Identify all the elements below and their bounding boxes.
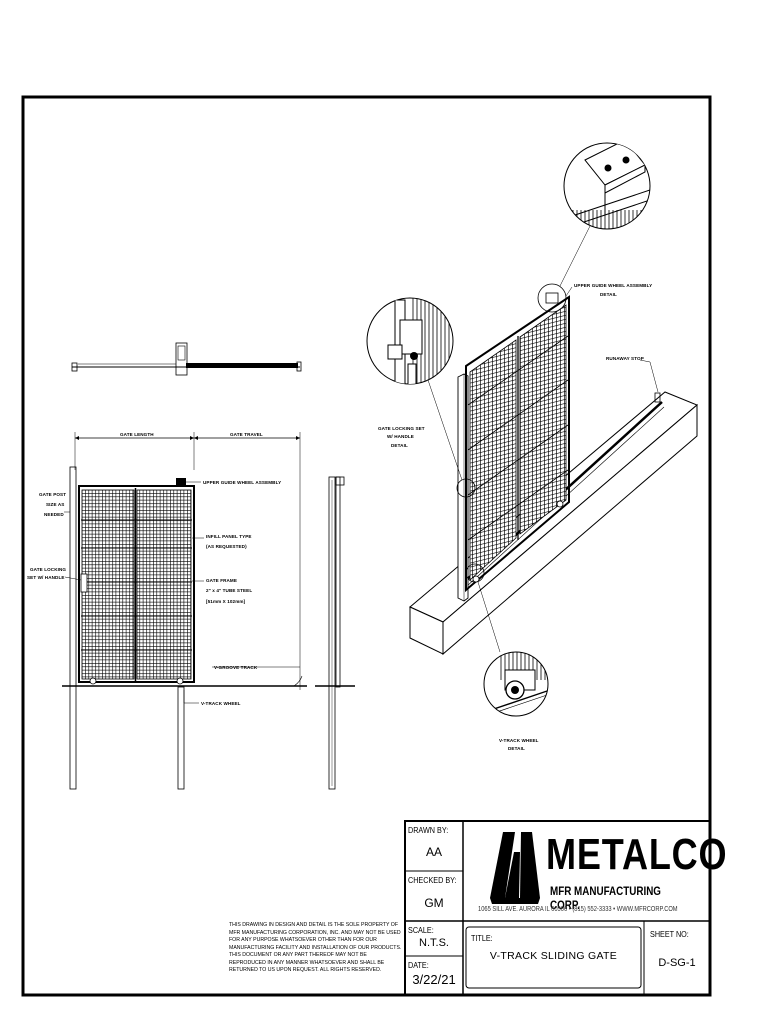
- checked-by-label: CHECKED BY:: [408, 875, 457, 885]
- v-track-wheel-label: V-TRACK WHEEL: [201, 701, 241, 706]
- upper-guide-wheel-label: UPPER GUIDE WHEEL ASSEMBLY: [203, 480, 281, 485]
- isometric-view: [409, 225, 698, 656]
- vtrack-detail-label-1: V-TRACK WHEEL: [499, 738, 539, 743]
- gate-post-label-3: NEEDED: [44, 512, 64, 517]
- runaway-stop-label: RUNAWAY STOP: [606, 356, 644, 361]
- date-value: 3/22/21: [412, 972, 456, 987]
- sheet-no-value: D-SG-1: [658, 957, 696, 969]
- date-label: DATE:: [408, 960, 429, 970]
- sheet-border: [21, 95, 712, 997]
- elevation-view: [62, 432, 307, 790]
- plan-view: [71, 342, 302, 376]
- gate-post-label-2: SIZE AS: [46, 502, 64, 507]
- locking-detail-label-3: DETAIL: [391, 443, 408, 448]
- upper-detail-label-2: DETAIL: [600, 292, 617, 297]
- sheet-no-label: SHEET NO:: [650, 929, 689, 939]
- company-name: METALCO: [546, 830, 728, 879]
- gate-travel-label: GATE TRAVEL: [230, 432, 263, 437]
- infill-label-2: (AS REQUESTED): [206, 544, 247, 549]
- gate-frame-label-2: 2" x 4" TUBE STEEL: [206, 588, 252, 593]
- upper-guide-wheel-detail: [563, 142, 651, 230]
- locking-detail-label-1: GATE LOCKING SET: [378, 426, 425, 431]
- gate-locking-label-1: GATE LOCKING: [30, 567, 66, 572]
- gate-length-label: GATE LENGTH: [120, 432, 154, 437]
- locking-detail-label-2: W/ HANDLE: [387, 434, 414, 439]
- company-address: 1065 SILL AVE. AURORA IL 60506 • (815) 5…: [478, 906, 678, 913]
- upper-detail-label-1: UPPER GUIDE WHEEL ASSEMBLY: [574, 283, 652, 288]
- scale-label: SCALE:: [408, 925, 434, 935]
- elevation-labels: GATE LENGTH GATE TRAVEL UPPER GUIDE WHEE…: [27, 432, 281, 706]
- gate-frame-label-1: GATE FRAME: [206, 578, 237, 583]
- isometric-labels: UPPER GUIDE WHEEL ASSEMBLY DETAIL RUNAWA…: [378, 283, 652, 751]
- scale-value: N.T.S.: [419, 937, 449, 949]
- infill-label-1: INFILL PANEL TYPE: [206, 534, 252, 539]
- v-groove-track-label: V-GROOVE TRACK: [214, 665, 258, 670]
- gate-post-label-1: GATE POST: [39, 492, 66, 497]
- drawn-by-label: DRAWN BY:: [408, 825, 449, 835]
- vtrack-detail-label-2: DETAIL: [508, 746, 525, 751]
- title-label: TITLE:: [471, 933, 493, 943]
- checked-by-value: GM: [424, 896, 444, 910]
- gate-locking-label-2: SET W/ HANDLE: [27, 575, 65, 580]
- v-track-wheel-detail: [483, 651, 549, 717]
- metalco-logo-icon: [490, 832, 540, 904]
- gate-locking-detail: [366, 297, 454, 385]
- side-view: [315, 476, 355, 790]
- drawn-by-value: AA: [425, 845, 442, 859]
- gate-frame-label-3: [51mm X 102mm]: [206, 599, 246, 604]
- drawing-title: V-TRACK SLIDING GATE: [489, 950, 618, 962]
- company-subtitle: MFR MANUFACTURING CORP.: [550, 884, 661, 912]
- proprietary-notice: This drawing in design and detail is the…: [229, 922, 402, 973]
- title-block-grid: [404, 820, 711, 996]
